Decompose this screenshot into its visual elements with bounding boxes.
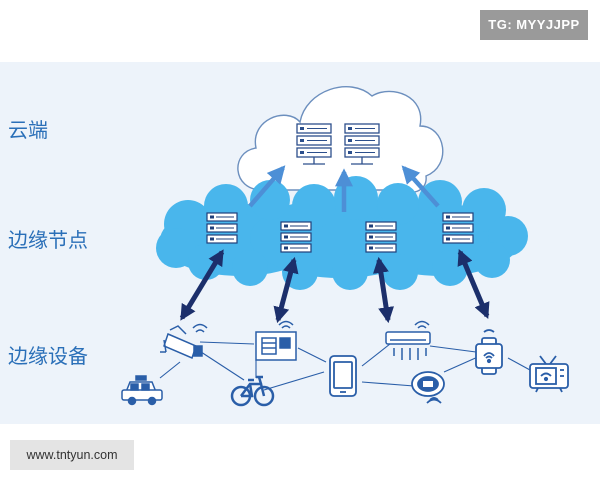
website-watermark: www.tntyun.com xyxy=(10,440,134,470)
device-link-arrow-2 xyxy=(273,256,299,324)
smart-tv-icon xyxy=(529,355,569,393)
edge-node-server-1 xyxy=(206,212,238,244)
tier-label-cloud: 云端 xyxy=(8,118,48,142)
device-link-arrows xyxy=(179,249,490,324)
building-icon xyxy=(255,320,297,361)
device-link-arrow-4 xyxy=(457,249,490,319)
edge-node-server-3 xyxy=(365,221,397,253)
robot-vacuum-icon xyxy=(411,371,445,404)
cloud-server-rack-left xyxy=(296,123,332,165)
camera-icon xyxy=(160,323,208,360)
tier-label-edge-nodes: 边缘节点 xyxy=(8,228,88,252)
edge-node-server-2 xyxy=(280,221,312,253)
smartwatch-icon xyxy=(475,329,503,375)
device-link-arrow-1 xyxy=(179,249,225,321)
telegram-watermark: TG: MYYJJPP xyxy=(480,10,588,40)
smartphone-icon xyxy=(329,355,357,397)
device-link-arrow-3 xyxy=(372,256,395,324)
bicycle-icon xyxy=(230,375,275,407)
taxi-icon xyxy=(121,375,163,406)
cloud-server-rack-right xyxy=(344,123,380,165)
tier-label-edge-devices: 边缘设备 xyxy=(8,344,88,368)
cloud-outline xyxy=(237,86,444,194)
uplink-arrows xyxy=(248,165,440,212)
device-network-lines xyxy=(159,341,531,391)
edge-node-server-4 xyxy=(442,212,474,244)
air-conditioner-icon xyxy=(385,320,431,360)
uplink-arrow-1 xyxy=(248,165,286,208)
uplink-arrow-3 xyxy=(401,165,440,208)
